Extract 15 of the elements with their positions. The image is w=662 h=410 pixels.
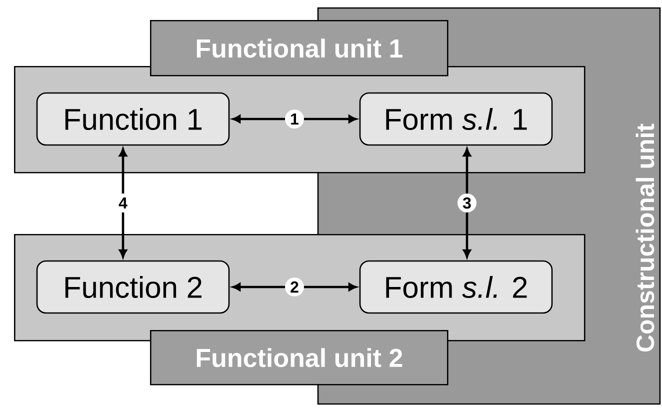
function-box: Form s.l. 1 xyxy=(359,92,553,146)
edge-label: 4 xyxy=(114,194,132,212)
edge-label: 3 xyxy=(458,194,476,212)
function-box: Function 2 xyxy=(36,260,230,314)
vertical-heading: Constructional unit xyxy=(636,124,654,352)
double-arrow xyxy=(119,148,127,258)
edge-label: 2 xyxy=(285,278,304,296)
heading-tab: Functional unit 1 xyxy=(150,20,448,76)
double-arrow xyxy=(463,148,471,258)
edge-label: 1 xyxy=(285,110,304,128)
double-arrow xyxy=(232,283,357,291)
heading-tab: Functional unit 2 xyxy=(150,330,448,386)
function-box: Function 1 xyxy=(36,92,230,146)
function-box: Form s.l. 2 xyxy=(359,260,553,314)
double-arrow xyxy=(232,115,357,123)
